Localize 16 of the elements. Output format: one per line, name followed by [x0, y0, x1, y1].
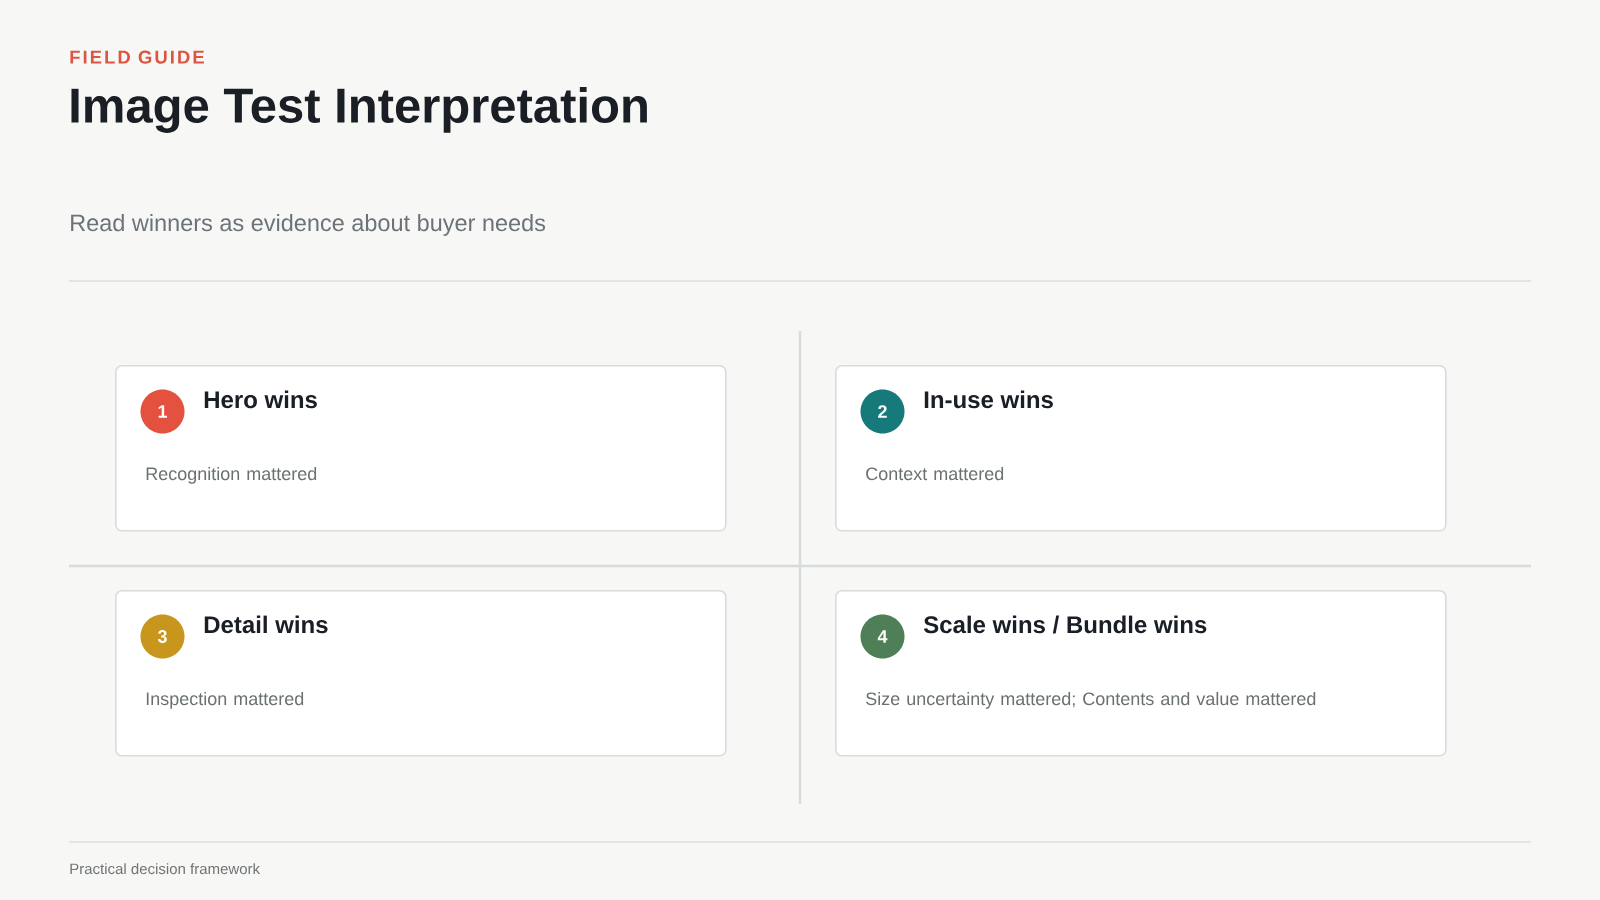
footer-text: Practical decision framework	[70, 863, 261, 875]
card-text: Size uncertainty mattered; Contents and value mattered	[866, 691, 1316, 709]
number-badge: 1	[140, 389, 185, 434]
subtitle: Read winners as evidence about buyer needs	[71, 214, 546, 236]
card-heading: In-use wins	[924, 390, 1053, 409]
title: Image Test Interpretation	[71, 87, 647, 133]
number-badge: 4	[860, 614, 905, 659]
number-badge: 3	[140, 614, 185, 659]
card-text: Recognition mattered	[146, 466, 317, 484]
card-heading: Scale wins / Bundle wins	[923, 615, 1207, 634]
card-text: Inspection mattered	[146, 691, 304, 709]
number-badge: 2	[860, 389, 905, 434]
card-heading: Hero wins	[204, 390, 317, 409]
kicker: FIELD GUIDE	[70, 50, 204, 64]
card-heading: Detail wins	[204, 615, 328, 634]
card-text: Context mattered	[866, 466, 1004, 481]
